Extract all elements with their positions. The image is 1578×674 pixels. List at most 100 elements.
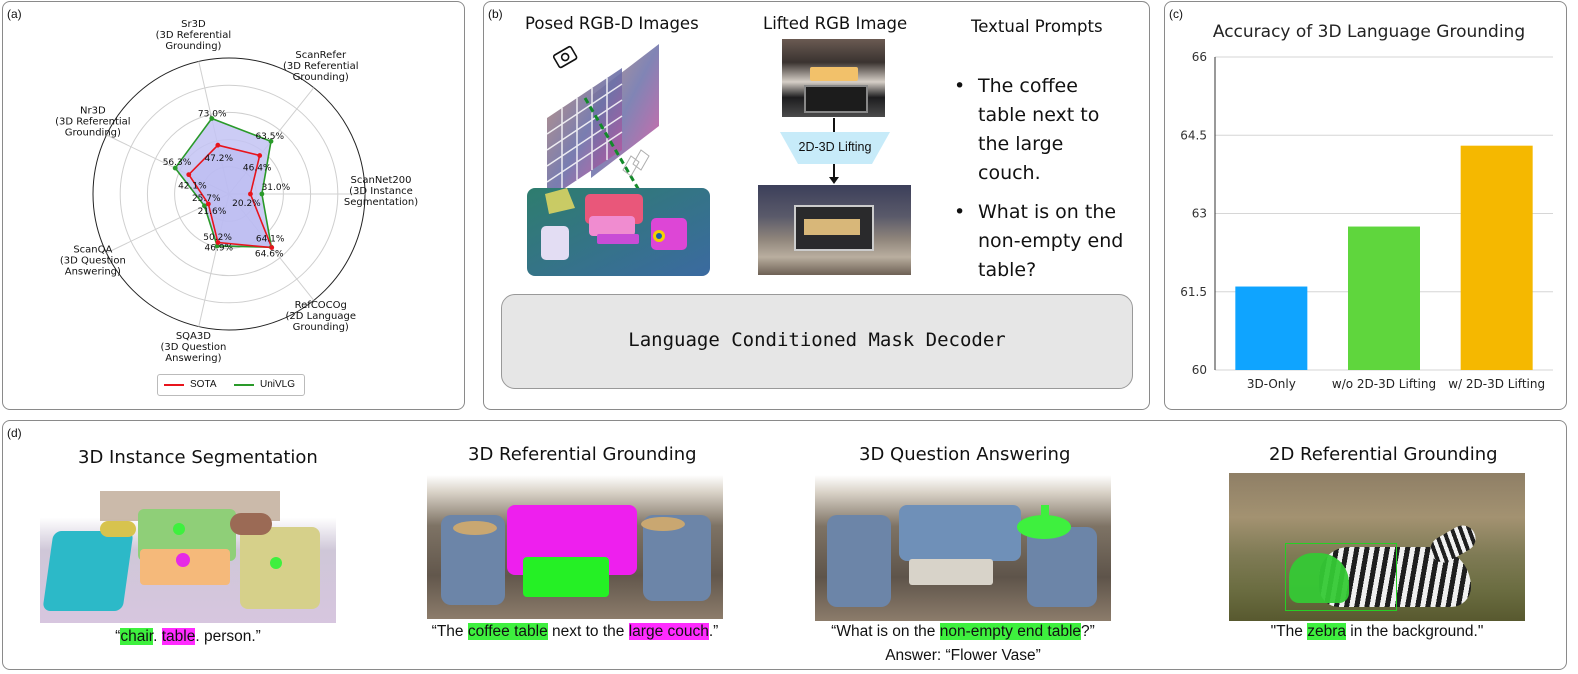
cap1-sep: . xyxy=(153,628,162,645)
panel-a-label: (a) xyxy=(7,7,22,21)
camera-icon xyxy=(552,45,578,69)
prompt-item-2: What is on the non-empty end table? xyxy=(952,198,1132,285)
zebra-image xyxy=(1229,473,1525,621)
bar-3 xyxy=(1460,145,1533,370)
cap2-coffee-table: coffee table xyxy=(467,623,548,640)
arrow-head-down xyxy=(829,177,839,184)
task-title-4: 2D Referential Grounding xyxy=(1269,444,1498,465)
x-tick-label: w/ 2D-3D Lifting xyxy=(1448,377,1545,391)
cap4-pre: "The xyxy=(1270,623,1308,640)
univlg-point xyxy=(268,138,274,144)
cap3-post: ?” xyxy=(1081,623,1095,640)
panel-c-label: (c) xyxy=(1169,7,1183,21)
caption-2d-grounding: "The zebra in the background." xyxy=(1229,623,1525,641)
sota-value-label: 20.2% xyxy=(232,199,261,209)
lifted-title: Lifted RGB Image xyxy=(763,14,908,33)
qa-image xyxy=(815,475,1111,621)
instance-seg-image xyxy=(40,491,336,623)
posed-rgbd-illustration xyxy=(527,44,710,276)
radar-legend: SOTA UniVLG xyxy=(157,374,305,396)
mask-decoder-box: Language Conditioned Mask Decoder xyxy=(501,294,1133,389)
panel-d-label: (d) xyxy=(7,426,22,440)
univlg-value-label: 63.5% xyxy=(255,132,284,142)
cap1-rest: . person.” xyxy=(195,628,261,645)
x-tick-label: w/o 2D-3D Lifting xyxy=(1332,377,1436,391)
point-cloud-scene xyxy=(527,188,710,276)
prompts-title: Textual Prompts xyxy=(971,17,1103,36)
prompt-item-1: The coffee table next to the large couch… xyxy=(952,72,1132,188)
univlg-value-label: 50.2% xyxy=(203,233,232,243)
x-tick-label: 3D-Only xyxy=(1247,377,1296,391)
cap3-pre: “What is on the xyxy=(831,623,940,640)
sota-value-label: 21.6% xyxy=(198,207,227,217)
sota-point xyxy=(205,201,211,207)
y-tick-label: 61.5 xyxy=(1180,285,1207,299)
radar-chart: 31.0%20.2%63.5%46.4%73.0%47.2%56.3%42.1%… xyxy=(55,19,418,364)
univlg-point xyxy=(172,165,178,171)
legend-sota-label: SOTA xyxy=(190,379,217,390)
univlg-value-label: 25.7% xyxy=(192,194,221,204)
bar-chart: Accuracy of 3D Language Grounding 60 61.5 6… xyxy=(1180,22,1553,391)
panel-a: (a) 31.0%20.2%63.5%46.4%73.0%47.2%56.3%4… xyxy=(2,1,465,410)
panel-b: (b) Posed RGB-D Images Lifted RGB Image … xyxy=(483,1,1150,410)
univlg-point xyxy=(259,191,265,197)
sota-value-label: 42.1% xyxy=(178,181,207,191)
cap1-open: “ xyxy=(115,628,121,645)
sota-value-label: 46.9% xyxy=(205,244,234,254)
caption-instance-seg: “chair. table. person.” xyxy=(90,628,286,646)
prompt-list: The coffee table next to the large couch… xyxy=(952,72,1132,295)
sota-point xyxy=(186,172,192,178)
arrow-line-1 xyxy=(833,118,835,132)
cap3-end-table: non-empty end table xyxy=(939,623,1082,640)
caption-ref-grounding: “The coffee table next to the large couc… xyxy=(418,623,732,641)
mask-decoder-label: Language Conditioned Mask Decoder xyxy=(628,329,1006,351)
y-tick-label: 63 xyxy=(1192,207,1207,221)
lifting-trapezoid xyxy=(780,132,890,164)
lifted-rgb-image xyxy=(782,39,885,117)
univlg-value-label: 31.0% xyxy=(262,183,291,193)
chart-title: Accuracy of 3D Language Grounding xyxy=(1213,22,1525,42)
sota-polygon xyxy=(187,144,273,249)
ref-grounding-image xyxy=(427,475,723,619)
cap2-large-couch: large couch xyxy=(628,623,709,640)
cap2-pre: “The xyxy=(431,623,468,640)
zebra-bounding-box xyxy=(1285,543,1397,611)
y-tick-label: 66 xyxy=(1192,50,1207,64)
sota-point xyxy=(248,191,253,197)
arrow-line-2 xyxy=(833,164,835,178)
sota-point xyxy=(257,153,263,158)
univlg-value-label: 73.0% xyxy=(198,109,227,119)
y-tick-label: 60 xyxy=(1192,363,1207,377)
panel-c: (c) Accuracy of 3D Language Grounding 60 6… xyxy=(1164,1,1567,410)
cap1-table: table xyxy=(161,628,196,645)
task-title-1: 3D Instance Segmentation xyxy=(78,447,318,468)
sota-point xyxy=(269,245,275,250)
panel-d: (d) 3D Instance Segmentation “chair. tab… xyxy=(2,420,1567,670)
cap1-chair: chair xyxy=(120,628,154,645)
rgb-frame-back xyxy=(547,44,659,200)
caption-qa: “What is on the non-empty end table?” xyxy=(815,623,1111,641)
y-tick-label: 64.5 xyxy=(1180,128,1207,142)
lifted-pointcloud-image xyxy=(758,185,911,275)
univlg-point xyxy=(209,116,215,121)
bar-1 xyxy=(1235,286,1308,370)
sota-value-label: 46.4% xyxy=(243,164,272,174)
sota-value-label: 64.6% xyxy=(255,249,284,259)
task-title-3: 3D Question Answering xyxy=(859,444,1071,465)
univlg-value-label: 56.3% xyxy=(163,158,192,168)
legend-univlg-line xyxy=(234,384,254,386)
bar-2 xyxy=(1348,226,1420,370)
legend-sota-line xyxy=(164,384,184,386)
cap4-post: in the background." xyxy=(1345,623,1484,640)
univlg-point xyxy=(202,203,207,209)
lifting-label: 2D-3D Lifting xyxy=(798,140,872,154)
caption-qa-answer: Answer: “Flower Vase” xyxy=(885,647,1041,664)
task-title-2: 3D Referential Grounding xyxy=(468,444,697,465)
sota-point xyxy=(215,142,221,148)
